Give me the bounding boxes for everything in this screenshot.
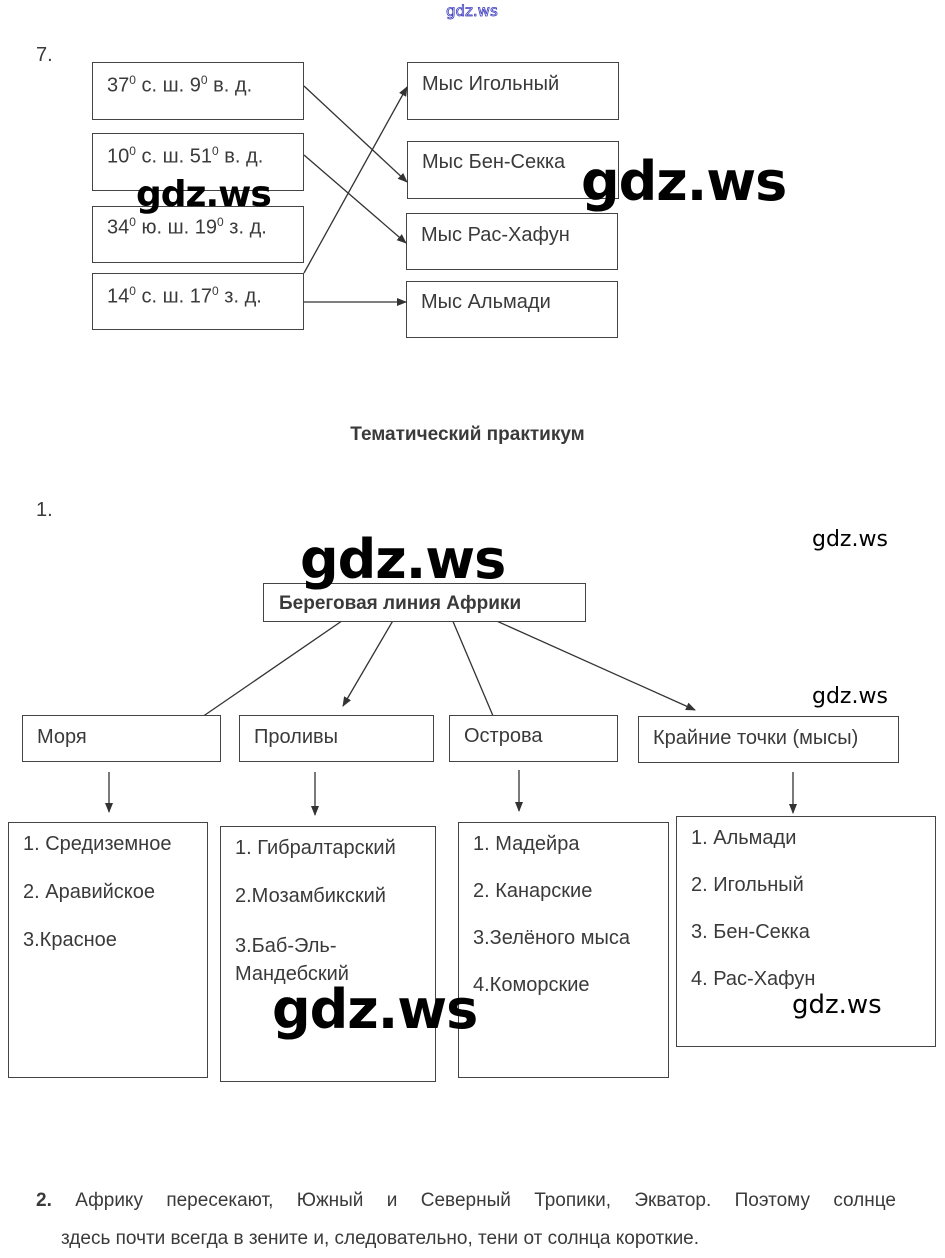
- list-item: 2. Игольный: [691, 874, 804, 896]
- watermark: gdz.ws: [792, 990, 882, 1020]
- coordinate-box: 370 с. ш. 90 в. д.: [92, 62, 304, 120]
- task2-paragraph: 2. Африку пересекают, Южный и Северный Т…: [36, 1182, 896, 1258]
- category-box: Крайние точки (мысы): [638, 716, 899, 763]
- cape-box: Мыс Бен-Секка: [407, 141, 619, 199]
- root-box: Береговая линия Африки: [263, 583, 586, 622]
- match-arrow: [303, 154, 407, 244]
- category-box: Моря: [22, 715, 221, 762]
- list-item: 2.Мозамбикский: [235, 885, 386, 907]
- list-item: 1. Альмади: [691, 827, 797, 849]
- cape-name: Мыс Бен-Секка: [422, 151, 566, 173]
- list-item: 4.Коморские: [473, 974, 590, 996]
- tree-arrow: [480, 613, 696, 711]
- task2-line1: 2. Африку пересекают, Южный и Северный Т…: [36, 1182, 896, 1220]
- tree-arrow: [342, 611, 399, 707]
- category-box: Острова: [449, 715, 618, 762]
- category-label: Моря: [37, 726, 87, 748]
- category-label: Острова: [464, 725, 543, 747]
- category-label: Проливы: [254, 726, 339, 748]
- header-watermark: gdz.ws: [446, 2, 499, 21]
- watermark: gdz.ws: [272, 978, 478, 1041]
- match-arrow: [303, 86, 408, 274]
- list-box-straits: 1. Гибралтарский 2.Мозамбикский 3.Баб-Эл…: [220, 826, 436, 1082]
- watermark: gdz.ws: [136, 174, 272, 215]
- list-item: 2. Аравийское: [23, 881, 156, 903]
- tree-arrow: [185, 613, 353, 729]
- root-label: Береговая линия Африки: [279, 593, 522, 614]
- cape-box: Мыс Альмади: [406, 281, 618, 338]
- watermark: gdz.ws: [812, 684, 888, 709]
- task7-number: 7.: [36, 44, 53, 66]
- task2-number: 2.: [36, 1190, 52, 1211]
- tree-arrow: [448, 611, 500, 731]
- list-box-islands: 1. Мадейра 2. Канарские 3.Зелёного мыса …: [458, 822, 669, 1078]
- cape-box: Мыс Игольный: [407, 62, 619, 120]
- coordinate-text: 100 с. ш. 510 в. д.: [107, 144, 264, 168]
- list-item: 4. Рас-Хафун: [691, 968, 816, 990]
- list-item: 3.Зелёного мыса: [473, 927, 630, 949]
- list-item: 1. Мадейра: [473, 833, 580, 855]
- list-box-capes: 1. Альмади 2. Игольный 3. Бен-Секка 4. Р…: [676, 816, 936, 1047]
- task2-line2: здесь почти всегда в зените и, следовате…: [61, 1228, 700, 1249]
- category-box: Проливы: [239, 715, 434, 762]
- list-item: 1. Гибралтарский: [235, 837, 396, 859]
- coordinate-text: 370 с. ш. 90 в. д.: [107, 73, 253, 97]
- task1-number: 1.: [36, 499, 53, 521]
- section-title: Тематический практикум: [350, 424, 585, 445]
- list-item: 3.Красное: [23, 929, 117, 951]
- coordinate-text: 340 ю. ш. 190 з. д.: [107, 215, 267, 239]
- coordinate-text: 140 с. ш. 170 з. д.: [107, 284, 262, 308]
- category-label: Крайние точки (мысы): [653, 727, 859, 749]
- cape-name: Мыс Рас-Хафун: [421, 224, 570, 246]
- match-arrow: [303, 85, 408, 183]
- coordinate-box: 140 с. ш. 170 з. д.: [92, 273, 304, 330]
- list-item: 2. Канарские: [473, 880, 593, 902]
- list-item: 3. Бен-Секка: [691, 921, 810, 943]
- watermark: gdz.ws: [812, 527, 888, 552]
- list-item: 1. Средиземное: [23, 833, 172, 855]
- coordinate-box: 340 ю. ш. 190 з. д.: [92, 206, 304, 263]
- watermark: gdz.ws: [581, 150, 787, 213]
- task2-text: Африку пересекают, Южный и Северный Троп…: [75, 1190, 896, 1211]
- coordinate-box: 100 с. ш. 510 в. д.: [92, 133, 304, 191]
- cape-name: Мыс Альмади: [421, 291, 551, 313]
- watermark: gdz.ws: [300, 528, 506, 591]
- list-box-seas: 1. Средиземное 2. Аравийское 3.Красное: [8, 822, 208, 1078]
- list-item: 3.Баб-Эль- Мандебский: [235, 935, 349, 985]
- cape-box: Мыс Рас-Хафун: [406, 213, 618, 270]
- cape-name: Мыс Игольный: [422, 73, 560, 95]
